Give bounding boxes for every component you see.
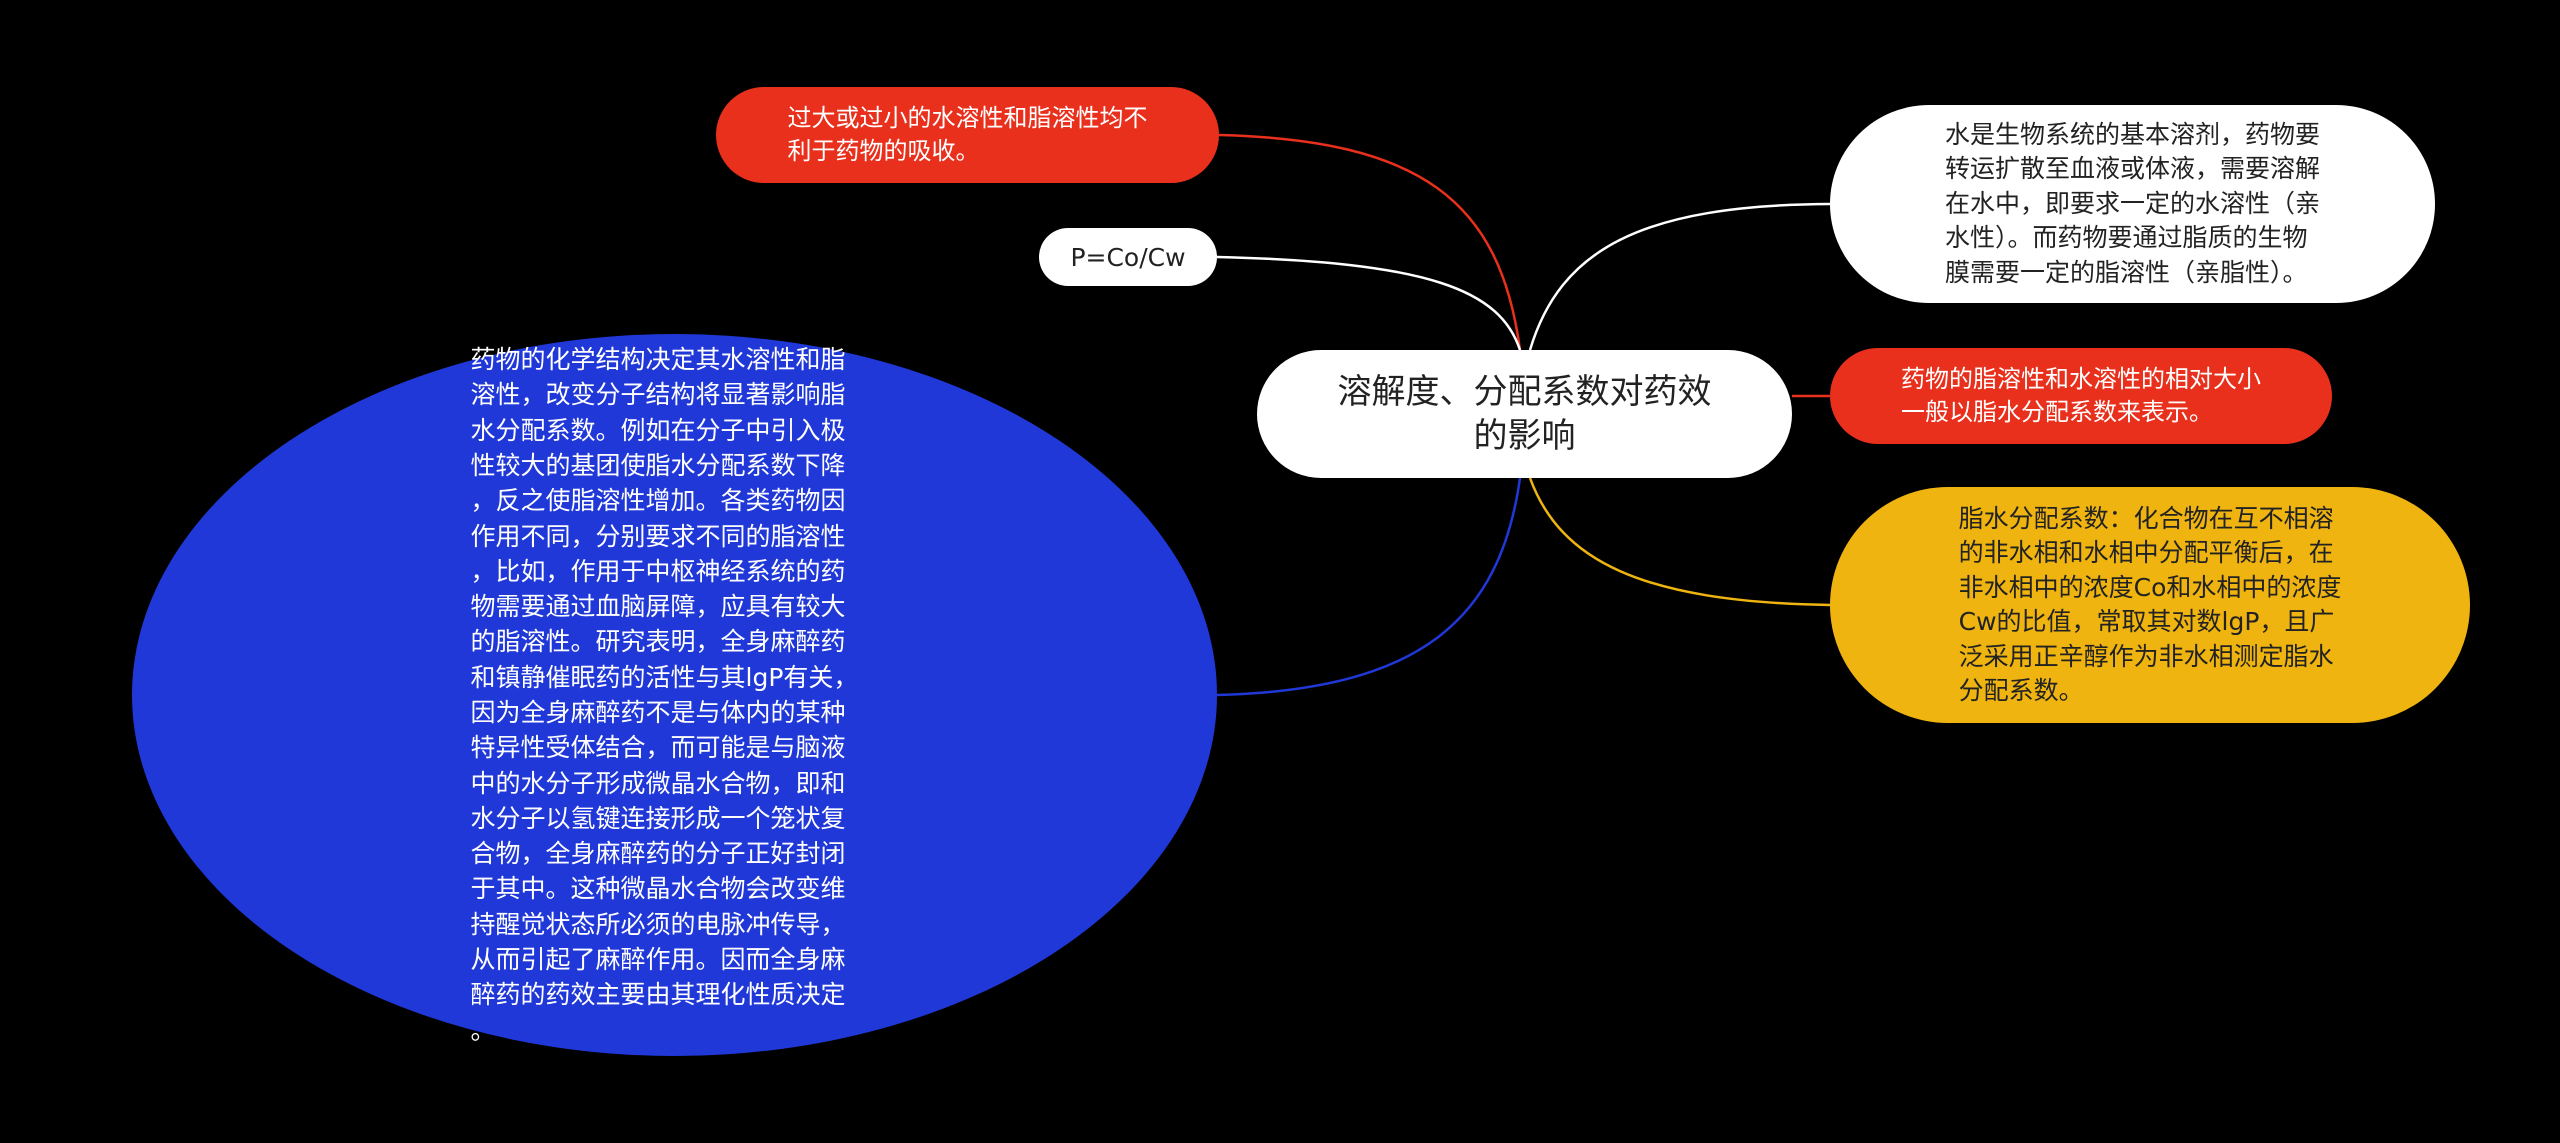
node-partition-formula[interactable]: P=Co/Cw	[1039, 228, 1217, 286]
connector-formula	[1216, 255, 1522, 351]
node-partition-coefficient-definition[interactable]: 脂水分配系数：化合物在互不相溶 的非水相和水相中分配平衡后，在 非水相中的浓度C…	[1830, 487, 2470, 723]
node-solubility-balance[interactable]: 过大或过小的水溶性和脂溶性均不 利于药物的吸收。	[716, 87, 1219, 183]
node-relative-solubility[interactable]: 药物的脂溶性和水溶性的相对大小 一般以脂水分配系数来表示。	[1830, 348, 2332, 444]
center-topic-title: 溶解度、分配系数对药效 的影响	[1337, 372, 1712, 456]
node-structure-effect[interactable]: 药物的化学结构决定其水溶性和脂 溶性，改变分子结构将显著影响脂 水分配系数。例如…	[132, 334, 1217, 1056]
node-partition-formula-text: P=Co/Cw	[1070, 242, 1186, 272]
connector-blue-left	[1216, 477, 1522, 697]
connector-yellow-right	[1528, 477, 1831, 607]
node-solubility-balance-text: 过大或过小的水溶性和脂溶性均不 利于药物的吸收。	[787, 104, 1148, 165]
node-partition-coefficient-definition-text: 脂水分配系数：化合物在互不相溶 的非水相和水相中分配平衡后，在 非水相中的浓度C…	[1958, 503, 2342, 706]
node-water-solvent-text: 水是生物系统的基本溶剂，药物要 转运扩散至血液或体液，需要溶解 在水中，即要求一…	[1944, 119, 2320, 287]
center-topic[interactable]: 溶解度、分配系数对药效 的影响	[1257, 350, 1792, 478]
node-relative-solubility-text: 药物的脂溶性和水溶性的相对大小 一般以脂水分配系数来表示。	[1901, 365, 2261, 426]
node-structure-effect-text: 药物的化学结构决定其水溶性和脂 溶性，改变分子结构将显著影响脂 水分配系数。例如…	[470, 345, 859, 1045]
connector-red-left	[1218, 133, 1522, 351]
connector-white-right	[1528, 202, 1831, 351]
node-water-solvent[interactable]: 水是生物系统的基本溶剂，药物要 转运扩散至血液或体液，需要溶解 在水中，即要求一…	[1830, 105, 2435, 303]
